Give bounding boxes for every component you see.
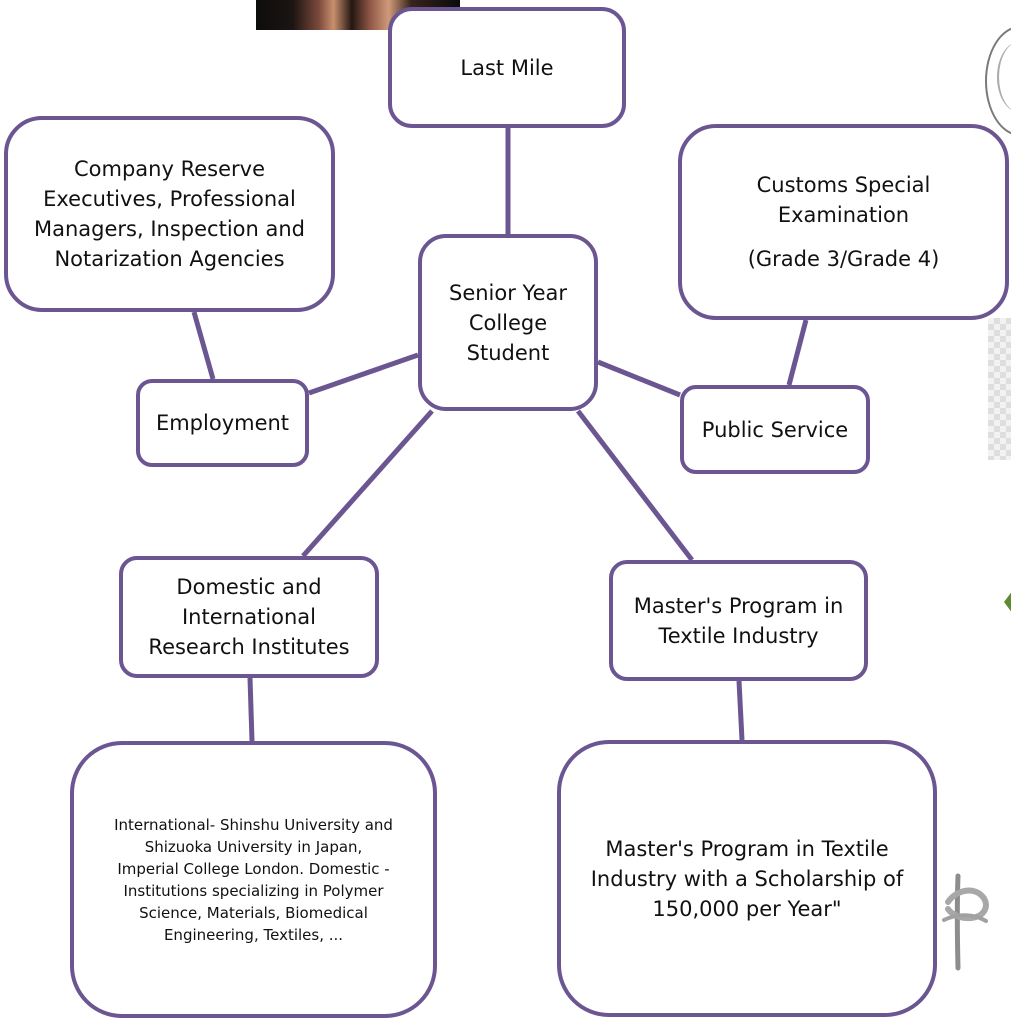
masters-line-1: Master's Program in — [633, 593, 844, 618]
customs-line-2: Examination — [777, 203, 910, 227]
institutions-box: International- Shinshu University and Sh… — [70, 741, 437, 1018]
last-mile-box: Last Mile — [388, 7, 626, 128]
background-pattern-fragment — [988, 318, 1011, 460]
connector-company-employment — [191, 311, 216, 380]
institutions-line-5: Science, Materials, Biomedical — [139, 903, 368, 922]
calligraphy-watermark-fragment — [942, 873, 989, 971]
scholarship-box: Master's Program in Textile Industry wit… — [557, 740, 937, 1017]
senior-line-3: Student — [466, 340, 550, 365]
senior-line-2: College — [468, 310, 548, 335]
institutions-line-1: International- Shinshu University and — [114, 815, 393, 834]
connector-senior-research — [301, 409, 434, 558]
institutions-line-2: Shizuoka University in Japan, — [144, 837, 363, 856]
research-line-3: Research Institutes — [148, 635, 350, 659]
company-line-1: Company Reserve — [74, 157, 265, 181]
customs-exam-box: Customs Special Examination (Grade 3/Gra… — [678, 124, 1009, 320]
connector-senior-masters — [576, 409, 694, 562]
last-mile-label: Last Mile — [460, 55, 554, 80]
employment-box: Employment — [136, 379, 309, 467]
company-line-3: Managers, Inspection and — [34, 217, 305, 241]
employment-label: Employment — [155, 411, 290, 435]
public-service-box: Public Service — [680, 385, 870, 474]
senior-student-box: Senior Year College Student — [418, 234, 598, 411]
research-line-2: International — [181, 605, 317, 629]
connector-masters-scholarship — [736, 680, 745, 741]
institutions-line-6: Engineering, Textiles, ... — [163, 925, 344, 944]
scholarship-line-3: 150,000 per Year" — [652, 896, 842, 921]
senior-line-1: Senior Year — [448, 280, 567, 305]
masters-line-2: Textile Industry — [658, 623, 819, 648]
connector-senior-public-service — [597, 359, 681, 398]
institutions-line-3: Imperial College London. Domestic - — [117, 859, 390, 878]
institutions-line-4: Institutions specializing in Polymer — [123, 881, 384, 900]
company-line-4: Notarization Agencies — [54, 247, 285, 271]
connector-public-service-customs — [786, 319, 809, 386]
research-line-1: Domestic and — [176, 575, 322, 599]
masters-program-box: Master's Program in Textile Industry — [609, 560, 868, 681]
research-institutes-box: Domestic and International Research Inst… — [119, 556, 379, 678]
connector-research-institutions — [247, 677, 255, 742]
customs-line-3: (Grade 3/Grade 4) — [747, 247, 940, 271]
public-service-label: Public Service — [701, 417, 849, 442]
scholarship-line-1: Master's Program in Textile — [605, 836, 889, 861]
connector-employment-senior — [308, 352, 419, 396]
scholarship-line-2: Industry with a Scholarship of — [590, 866, 904, 891]
company-line-2: Executives, Professional — [43, 187, 296, 211]
company-reserve-box: Company Reserve Executives, Professional… — [4, 116, 335, 312]
background-leaf-fragment — [1004, 590, 1011, 614]
customs-line-1: Customs Special — [756, 173, 931, 197]
